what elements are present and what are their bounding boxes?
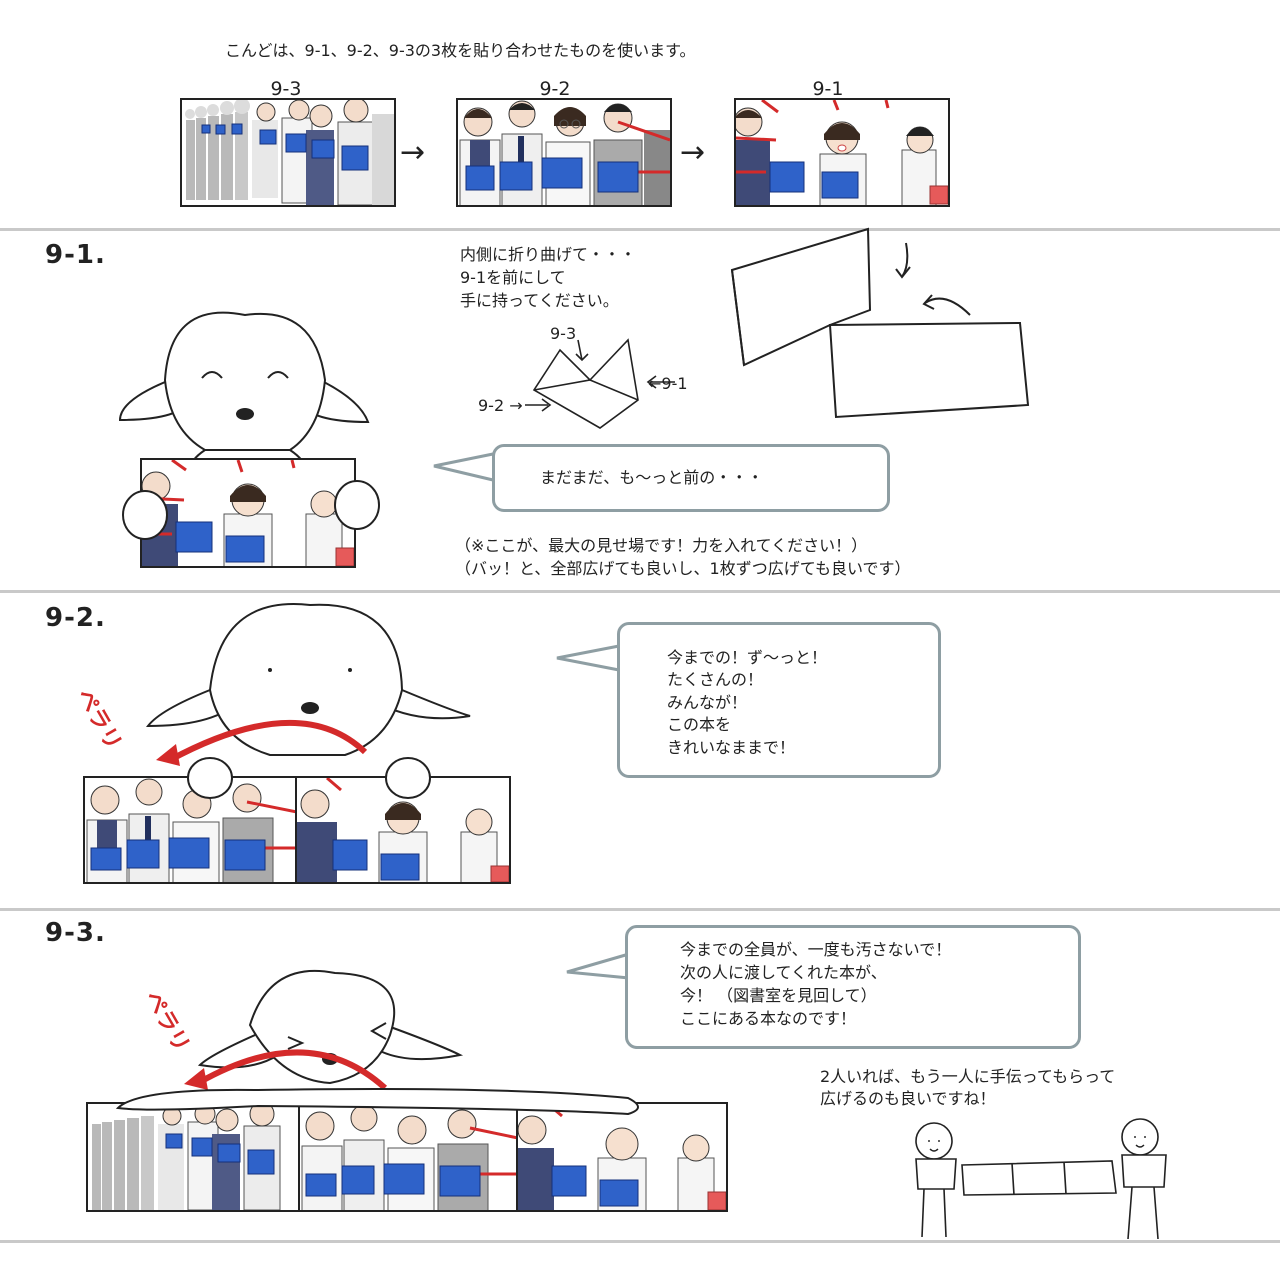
fold-instruction-line-2: 9-1を前にして	[460, 268, 566, 287]
section-divider	[0, 908, 1280, 911]
section-divider	[0, 590, 1280, 593]
sheet-label-9-3: 9-3	[270, 78, 302, 100]
section-divider	[0, 228, 1280, 231]
fold-label-9-2: 9-2 →	[478, 396, 523, 415]
speech-bubble-line-1: 今までの！ず～っと！	[667, 648, 828, 667]
speech-bubble-tail	[433, 452, 494, 482]
speech-bubble-tail	[556, 644, 620, 672]
speech-bubble-line-4: この本を	[667, 715, 732, 734]
speech-bubble-line-1: 今までの全員が、一度も汚さないで！	[680, 940, 952, 959]
speech-bubble	[492, 444, 890, 512]
sheet-9-1-illustration	[734, 98, 950, 207]
speech-bubble-line-5: きれいなままで！	[667, 738, 796, 757]
fold-instruction-line-3: 手に持ってください。	[460, 291, 619, 310]
flip-arrow	[184, 1049, 388, 1091]
fold-diagram	[525, 338, 675, 429]
speech-bubble-line-2: 次の人に渡してくれた本が、	[680, 963, 887, 982]
sheet-label-9-2: 9-2	[539, 78, 571, 100]
step-heading-9-1: 9-1.	[45, 240, 106, 270]
opened-sheet-9-1	[516, 1102, 728, 1212]
fold-instruction-line-1: 内側に折り曲げて・・・	[460, 245, 637, 264]
tip-line-2: 広げるのも良いですね！	[820, 1089, 996, 1108]
step-heading-9-3: 9-3.	[45, 918, 106, 948]
speech-bubble-line-3: みんなが！	[667, 693, 748, 712]
speech-bubble-line-2: たくさんの！	[667, 670, 764, 689]
dog-character	[145, 603, 471, 756]
speech-bubble	[617, 622, 941, 778]
sheet-9-3-illustration	[180, 98, 396, 207]
tip-line-1: 2人いれば、もう一人に手伝ってもらって	[820, 1067, 1116, 1086]
two-helpers-sketch	[915, 1118, 1167, 1240]
fold-label-9-3: 9-3	[550, 324, 577, 343]
dog-paws	[187, 757, 431, 799]
fold-label-9-1: ←9-1	[648, 374, 688, 393]
speech-bubble	[625, 925, 1081, 1049]
arrow-icon: →	[400, 135, 426, 170]
speech-bubble-line-3: 今！ （図書室を見回して）	[680, 986, 877, 1005]
note-line-2: （バッ！と、全部広げても良いし、1枚ずつ広げても良いです）	[455, 559, 911, 578]
sheet-label-9-1: 9-1	[812, 78, 844, 100]
dog-arms	[115, 1088, 639, 1116]
arrow-icon: →	[680, 135, 706, 170]
section-divider	[0, 1240, 1280, 1243]
flip-arrow	[156, 719, 368, 766]
speech-bubble-line-4: ここにある本なのです！	[680, 1009, 857, 1028]
sheet-9-2-illustration	[456, 98, 672, 207]
dog-paws	[122, 480, 380, 540]
held-sheet-9-1	[140, 458, 356, 568]
speech-bubble-tail	[566, 952, 630, 980]
speech-bubble-text: まだまだ、も～っと前の・・・	[540, 468, 764, 487]
sfx-perari: ペラリ	[71, 685, 126, 755]
opened-sheet-9-3	[86, 1102, 302, 1212]
dog-character	[118, 311, 370, 471]
note-line-1: （※ここが、最大の見せ場です！力を入れてください！）	[455, 536, 868, 555]
intro-text: こんどは、9-1、9-2、9-3の3枚を貼り合わせたものを使います。	[225, 41, 696, 60]
step-heading-9-2: 9-2.	[45, 603, 106, 633]
box-fold-sketch	[730, 227, 1030, 419]
